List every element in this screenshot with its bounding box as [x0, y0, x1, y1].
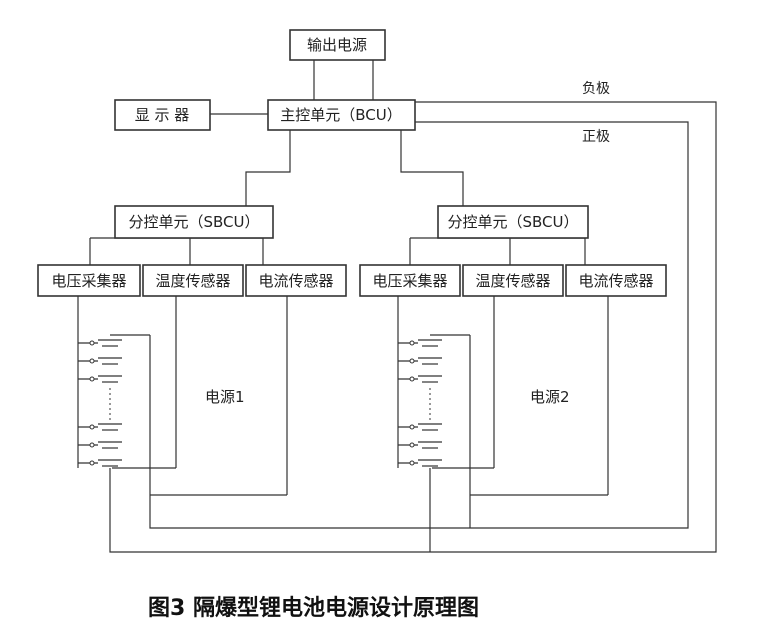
- output-power-label: 输出电源: [307, 36, 367, 54]
- power-1-label: 电源1: [205, 388, 245, 406]
- display-box: 显 示 器: [114, 99, 211, 131]
- output-power-box: 输出电源: [289, 29, 386, 61]
- temperature-sensor-label-2: 温度传感器: [475, 272, 550, 290]
- sub-control-box-2: 分控单元（SBCU）: [437, 205, 589, 239]
- voltage-collector-label-2: 电压采集器: [372, 272, 447, 290]
- battery-cells-1: [78, 339, 122, 467]
- main-control-box: 主控单元（BCU）: [267, 99, 416, 131]
- temperature-sensor-box-2: 温度传感器: [462, 264, 564, 297]
- sub-control-box-1: 分控单元（SBCU）: [114, 205, 274, 239]
- current-sensor-box-1: 电流传感器: [245, 264, 347, 297]
- sub-control-label-2: 分控单元（SBCU）: [447, 213, 578, 231]
- main-control-label: 主控单元（BCU）: [280, 106, 401, 124]
- connector-lines: [77, 60, 717, 553]
- voltage-collector-label-1: 电压采集器: [51, 272, 126, 290]
- battery-cells-2: [398, 339, 442, 467]
- current-sensor-box-2: 电流传感器: [565, 264, 667, 297]
- voltage-collector-box-2: 电压采集器: [359, 264, 461, 297]
- voltage-collector-box-1: 电压采集器: [37, 264, 141, 297]
- current-sensor-label-2: 电流传感器: [578, 272, 653, 290]
- current-sensor-label-1: 电流传感器: [258, 272, 333, 290]
- temperature-sensor-box-1: 温度传感器: [142, 264, 244, 297]
- sub-control-label-1: 分控单元（SBCU）: [128, 213, 259, 231]
- power-2-label: 电源2: [530, 388, 570, 406]
- positive-label: 正极: [582, 129, 610, 145]
- display-label: 显 示 器: [135, 106, 190, 124]
- negative-label: 负极: [582, 81, 610, 97]
- figure-caption: 图3 隔爆型锂电池电源设计原理图: [148, 595, 479, 621]
- temperature-sensor-label-1: 温度传感器: [155, 272, 230, 290]
